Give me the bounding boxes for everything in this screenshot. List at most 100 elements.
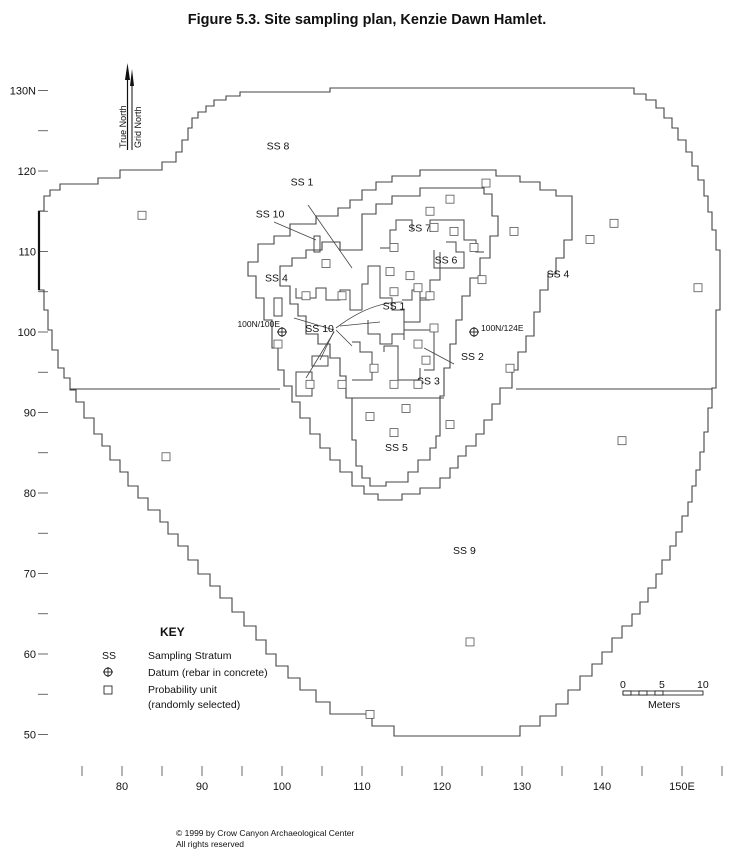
scale-label-10: 10 xyxy=(697,679,709,691)
scale-unit: Meters xyxy=(648,699,680,711)
y-tick-label: 60 xyxy=(24,649,36,661)
y-tick-label: 110 xyxy=(18,247,36,259)
probability-unit xyxy=(365,709,375,719)
x-tick-label: 120 xyxy=(433,781,451,793)
probability-unit xyxy=(445,194,455,204)
x-tick-label: 100 xyxy=(273,781,291,793)
probability-unit xyxy=(137,210,147,220)
probability-unit xyxy=(389,243,399,252)
stratum-label: SS 10 xyxy=(256,209,285,221)
probability-unit xyxy=(413,283,423,293)
stratum-label: SS 4 xyxy=(265,272,288,284)
key-unit-text: Probability unit xyxy=(148,684,217,696)
probability-unit xyxy=(617,436,627,446)
y-tick-label: 100 xyxy=(18,327,36,339)
probability-unit xyxy=(693,283,703,293)
probability-unit xyxy=(609,218,619,228)
y-tick-label: 120 xyxy=(18,166,36,178)
strata-labels: SS 8 SS 1 SS 10 SS 7 SS 6 SS 4 SS 4 SS 1 SS 10 SS… xyxy=(256,140,570,557)
stratum-boundary-inner xyxy=(279,187,499,487)
y-tick-label: 130N xyxy=(10,86,36,98)
probability-unit xyxy=(429,222,439,232)
probability-unit xyxy=(585,235,595,244)
probability-unit xyxy=(429,323,439,333)
x-axis: 80 90 100 110 120 130 140 150E xyxy=(81,766,723,793)
probability-unit xyxy=(449,226,459,236)
key-datum-text: Datum (rebar in concrete) xyxy=(148,667,268,679)
y-tick-label: 50 xyxy=(24,730,36,742)
x-tick-label: 110 xyxy=(353,781,371,793)
probability-unit xyxy=(477,275,487,285)
probability-unit xyxy=(321,259,331,268)
probability-unit xyxy=(337,291,347,301)
north-arrow-true-head xyxy=(125,63,130,80)
probability-unit xyxy=(369,363,379,373)
scale-label-0: 0 xyxy=(620,679,626,691)
probability-unit xyxy=(365,412,375,421)
stratum-label: SS 6 xyxy=(435,255,458,267)
datum-marker: 100N/124E xyxy=(469,323,524,337)
key-square-icon xyxy=(103,685,113,695)
stratum-label: SS 5 xyxy=(385,442,408,454)
stratum-label: SS 1 xyxy=(291,176,314,188)
stratum-label: SS 2 xyxy=(461,351,484,363)
internal-divisions xyxy=(273,219,484,399)
y-tick-label: 80 xyxy=(24,488,36,500)
probability-unit xyxy=(301,291,311,301)
key-ss-text: Sampling Stratum xyxy=(148,650,232,662)
probability-unit xyxy=(445,420,455,429)
scale-bar: 0 5 10 Meters xyxy=(620,679,709,711)
probability-unit xyxy=(161,452,171,462)
key-unit-text-2: (randomly selected) xyxy=(148,699,240,711)
probability-unit xyxy=(425,291,435,301)
copyright: © 1999 by Crow Canyon Archaeological Cen… xyxy=(176,828,354,850)
site-boundary xyxy=(38,87,721,737)
probability-units xyxy=(137,178,703,719)
probability-unit xyxy=(469,243,479,252)
probability-unit xyxy=(405,271,415,281)
north-arrow-grid-head xyxy=(130,69,134,86)
x-tick-label: 80 xyxy=(116,781,128,793)
key-ss-symbol: SS xyxy=(102,650,116,662)
stratum-label: SS 3 xyxy=(417,375,440,387)
probability-unit xyxy=(505,363,515,373)
y-tick-label: 70 xyxy=(24,569,36,581)
x-tick-label: 140 xyxy=(593,781,611,793)
x-tick-label: 130 xyxy=(513,781,531,793)
probability-unit xyxy=(421,355,431,365)
probability-unit xyxy=(385,267,395,277)
key-datum-icon xyxy=(103,667,113,677)
probability-unit xyxy=(389,379,399,389)
stratum-boundary-ss4 xyxy=(247,169,573,501)
probability-unit xyxy=(465,637,475,647)
stratum-label: SS 9 xyxy=(453,545,476,557)
stratum-label: SS 4 xyxy=(547,268,570,280)
copyright-line-1: © 1999 by Crow Canyon Archaeological Cen… xyxy=(176,828,355,838)
key: KEY SS Sampling Stratum Datum (rebar in … xyxy=(102,625,268,711)
probability-unit xyxy=(481,178,491,188)
probability-unit xyxy=(389,428,399,438)
stratum-label: SS 8 xyxy=(267,140,290,152)
scale-label-5: 5 xyxy=(659,679,665,691)
page-title: Figure 5.3. Site sampling plan, Kenzie D… xyxy=(187,12,547,28)
stratum-label: SS 1 xyxy=(383,300,406,312)
probability-unit xyxy=(401,404,411,413)
north-arrow: True North Grid North xyxy=(118,63,143,150)
probability-unit xyxy=(305,379,315,389)
key-title: KEY xyxy=(160,625,185,639)
y-axis: 130N 120 110 100 90 80 70 60 50 xyxy=(10,86,48,742)
probability-unit xyxy=(425,206,435,216)
x-tick-label: 90 xyxy=(196,781,208,793)
stratum-label: SS 10 xyxy=(305,323,334,335)
true-north-label: True North xyxy=(118,105,128,148)
copyright-line-2: All rights reserved xyxy=(176,839,245,849)
leader-lines xyxy=(273,204,455,379)
y-tick-label: 90 xyxy=(24,408,36,420)
x-tick-label: 150E xyxy=(669,781,695,793)
probability-unit xyxy=(337,379,347,389)
probability-unit xyxy=(413,339,423,349)
probability-unit xyxy=(389,287,399,297)
stratum-label: SS 7 xyxy=(408,222,431,234)
